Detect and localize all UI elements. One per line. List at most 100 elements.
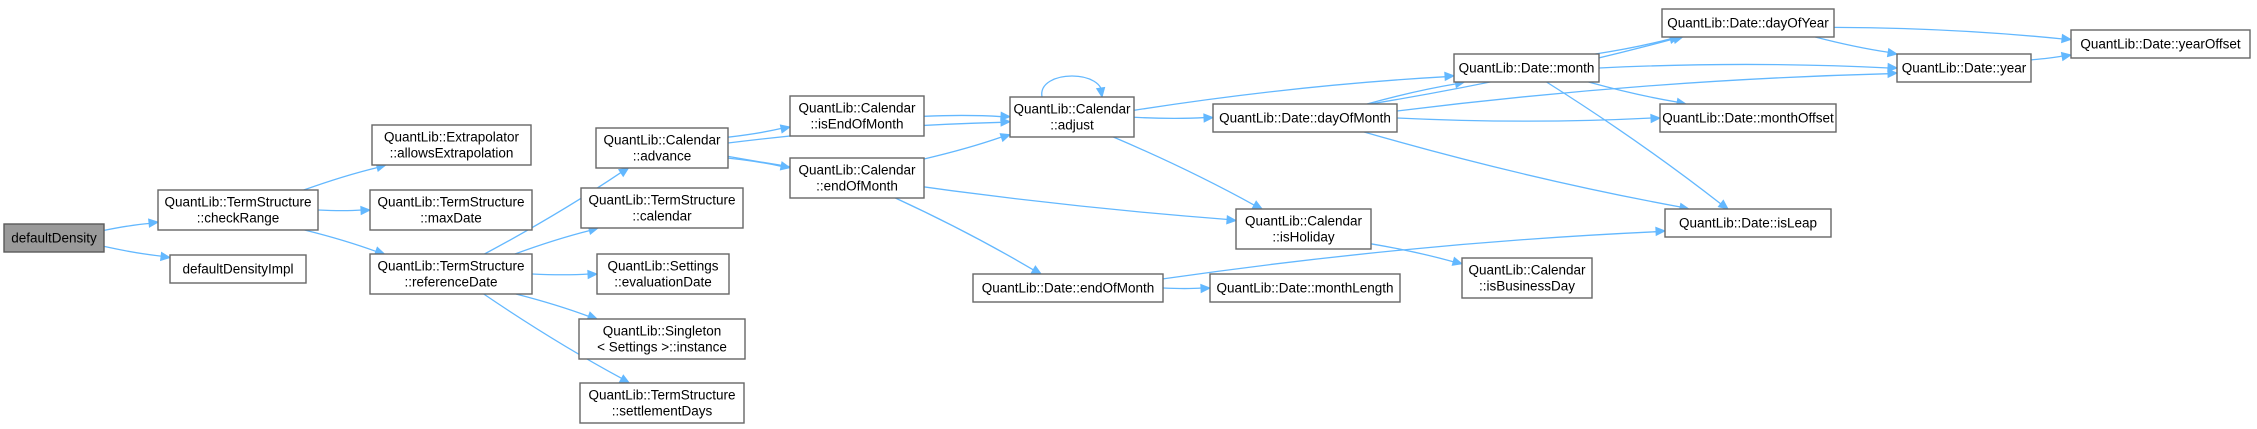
- arrow-head-icon: [1030, 265, 1043, 275]
- edge-line: [483, 293, 623, 380]
- edge-line: [1366, 83, 1457, 105]
- edge-line: [727, 127, 783, 138]
- node-box: [972, 273, 1164, 303]
- node-label: QuantLib::Calendar: [1245, 214, 1363, 229]
- arrow-head-icon: [1000, 117, 1012, 127]
- node-referenceDate[interactable]: QuantLib::TermStructure::referenceDate: [369, 253, 533, 295]
- node-evaluationDate[interactable]: QuantLib::Settings::evaluationDate: [596, 253, 730, 295]
- node-box: [1896, 53, 2032, 83]
- node-label: ::referenceDate: [404, 275, 497, 290]
- edge-adjust-to-month: [1133, 71, 1456, 111]
- node-instance[interactable]: QuantLib::Singleton< Settings >::instanc…: [578, 318, 746, 360]
- edge-line: [1113, 136, 1256, 207]
- edge-referenceDate-to-evaluationDate: [531, 269, 599, 280]
- node-maxDate[interactable]: QuantLib::TermStructure::maxDate: [369, 189, 533, 231]
- edge-calEndOfMonth-to-adjust: [923, 133, 1012, 160]
- node-isBusinessDay[interactable]: QuantLib::Calendar::isBusinessDay: [1461, 257, 1593, 299]
- node-label: QuantLib::Date::monthOffset: [1662, 111, 1834, 126]
- edge-line: [1815, 36, 1890, 54]
- node-label: QuantLib::Extrapolator: [384, 130, 520, 145]
- node-label: QuantLib::Calendar: [603, 133, 721, 148]
- node-label: QuantLib::TermStructure: [588, 193, 735, 208]
- edge-line: [515, 293, 590, 318]
- arrow-head-icon: [1203, 113, 1215, 123]
- node-dayOfYear[interactable]: QuantLib::Date::dayOfYear: [1661, 8, 1835, 38]
- node-box: [789, 157, 925, 199]
- node-box: [371, 124, 532, 166]
- node-label: QuantLib::Date::dayOfMonth: [1219, 111, 1391, 126]
- node-label: QuantLib::Date::isLeap: [1679, 216, 1817, 231]
- edge-dateEndOfMonth-to-isLeap: [1162, 226, 1667, 280]
- edge-adjust-to-isHoliday: [1113, 136, 1264, 210]
- arrow-head-icon: [1886, 47, 1899, 58]
- node-label: ::settlementDays: [612, 404, 713, 419]
- arrow-head-icon: [999, 133, 1012, 143]
- node-label: QuantLib::Calendar: [798, 163, 916, 178]
- node-adjust[interactable]: QuantLib::Calendar::adjust: [1009, 96, 1135, 138]
- edge-dayOfYear-to-yearOffset: [1833, 26, 2073, 44]
- node-monthOffset[interactable]: QuantLib::Date::monthOffset: [1659, 103, 1837, 133]
- node-label: QuantLib::Date::month: [1459, 61, 1595, 76]
- edge-line: [304, 229, 377, 253]
- edge-month-to-year: [1598, 62, 1899, 73]
- node-year[interactable]: QuantLib::Date::year: [1896, 53, 2032, 83]
- edge-dayOfYear-to-year: [1815, 36, 1899, 58]
- node-isLeap[interactable]: QuantLib::Date::isLeap: [1664, 208, 1832, 238]
- node-box: [789, 95, 925, 137]
- node-box: [2070, 29, 2251, 59]
- edge-line: [1396, 73, 1890, 112]
- node-isHoliday[interactable]: QuantLib::Calendar::isHoliday: [1235, 208, 1372, 250]
- node-advance[interactable]: QuantLib::Calendar::advance: [595, 127, 729, 169]
- node-label: QuantLib::Date::year: [1902, 61, 2027, 76]
- node-label: ::isBusinessDay: [1479, 279, 1575, 294]
- edge-adjust-to-adjust: [1041, 75, 1106, 99]
- node-checkRange[interactable]: QuantLib::TermStructure::checkRange: [157, 189, 319, 231]
- node-monthLength[interactable]: QuantLib::Date::monthLength: [1209, 273, 1401, 303]
- arrow-head-icon: [618, 374, 631, 384]
- node-defaultDensity[interactable]: defaultDensity: [3, 223, 105, 253]
- edge-advance-to-isEndOfMonth: [727, 124, 792, 138]
- arrow-head-icon: [1095, 86, 1106, 99]
- edge-line: [1041, 75, 1103, 98]
- edge-line: [1546, 81, 1722, 205]
- node-box: [1461, 257, 1593, 299]
- node-isEndOfMonth[interactable]: QuantLib::Calendar::isEndOfMonth: [789, 95, 925, 137]
- node-settlementDays[interactable]: QuantLib::TermStructure::settlementDays: [579, 382, 745, 424]
- arrow-head-icon: [587, 269, 599, 280]
- node-dayOfMonth[interactable]: QuantLib::Date::dayOfMonth: [1212, 103, 1398, 133]
- node-allowsExtrapolation[interactable]: QuantLib::Extrapolator::allowsExtrapolat…: [371, 124, 532, 166]
- edge-line: [1588, 81, 1679, 103]
- node-tsCalendar[interactable]: QuantLib::TermStructure::calendar: [580, 187, 744, 229]
- node-box: [1664, 208, 1832, 238]
- edge-line: [1370, 243, 1455, 263]
- edge-defaultDensity-to-defaultDensityImpl: [103, 245, 172, 262]
- node-defaultDensityImpl[interactable]: defaultDensityImpl: [169, 254, 307, 284]
- node-box: [1212, 103, 1398, 133]
- node-box: [1453, 53, 1600, 83]
- arrow-head-icon: [1200, 283, 1212, 294]
- edge-line: [1162, 287, 1203, 290]
- edge-dayOfMonth-to-month: [1366, 78, 1466, 105]
- edge-checkRange-to-allowsExtrapolation: [303, 162, 388, 191]
- node-box: [369, 253, 533, 295]
- edge-month-to-isLeap: [1546, 81, 1729, 210]
- edge-line: [1133, 116, 1206, 120]
- node-yearOffset[interactable]: QuantLib::Date::yearOffset: [2070, 29, 2251, 59]
- arrow-head-icon: [1000, 111, 1012, 121]
- node-box: [157, 189, 319, 231]
- node-label: QuantLib::TermStructure: [164, 195, 311, 210]
- node-label: QuantLib::Calendar: [1013, 102, 1131, 117]
- node-label: QuantLib::Settings: [607, 259, 718, 274]
- arrow-head-icon: [2061, 33, 2073, 44]
- node-box: [3, 223, 105, 253]
- arrow-head-icon: [1717, 199, 1729, 210]
- edge-adjust-to-dayOfMonth: [1133, 113, 1215, 123]
- node-label: ::advance: [633, 149, 692, 164]
- edge-line: [1833, 26, 2064, 40]
- node-dateEndOfMonth[interactable]: QuantLib::Date::endOfMonth: [972, 273, 1164, 303]
- node-box: [369, 189, 533, 231]
- node-calEndOfMonth[interactable]: QuantLib::Calendar::endOfMonth: [789, 157, 925, 199]
- node-month[interactable]: QuantLib::Date::month: [1453, 53, 1600, 83]
- edge-dateEndOfMonth-to-monthLength: [1162, 283, 1212, 294]
